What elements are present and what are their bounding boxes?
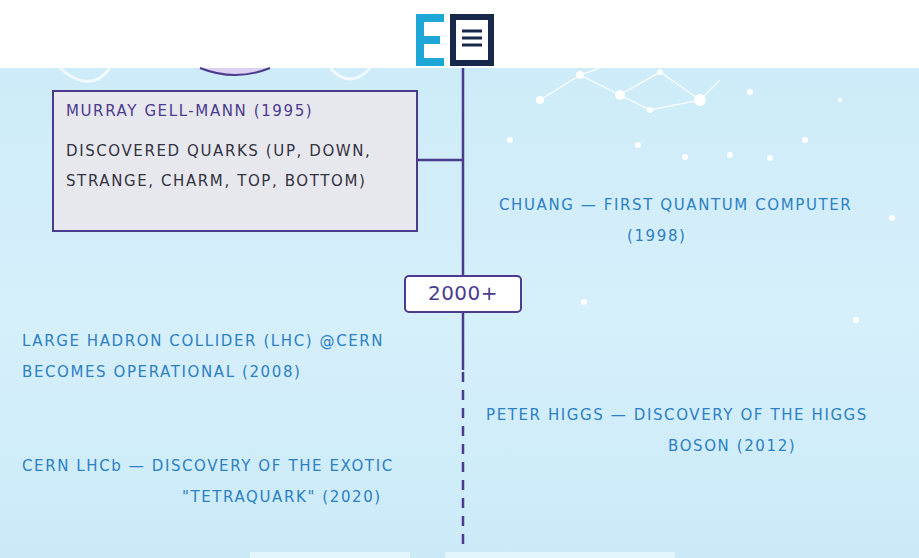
node-heading: 2000+	[416, 281, 510, 305]
event-box: MURRAY GELL-MANN (1995) DISCOVERED QUARKS…	[52, 90, 418, 232]
node-body: DISCOVERED QUARKS (UP, DOWN, STRANGE, CH…	[66, 136, 396, 196]
event-label: LARGE HADRON COLLIDER (LHC) @CERN BECOME…	[22, 326, 452, 388]
year-marker: 2000+	[404, 275, 522, 313]
event-label: CERN LHCb — DISCOVERY OF THE EXOTIC "TET…	[22, 451, 422, 513]
event-label: PETER HIGGS — DISCOVERY OF THE HIGGS BOS…	[486, 400, 911, 462]
event-label: CHUANG — FIRST QUANTUM COMPUTER (1998)	[499, 190, 859, 252]
node-heading: MURRAY GELL-MANN (1995)	[66, 102, 404, 120]
